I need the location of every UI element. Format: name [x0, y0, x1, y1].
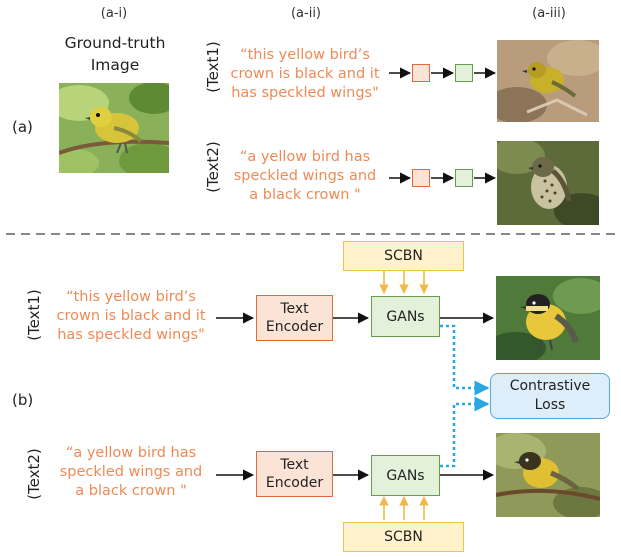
text-encoder-box-1-line2: Encoder — [265, 319, 324, 335]
part-b-text2-line1: “a yellow bird has — [65, 445, 197, 461]
scbn-box-top: SCBN — [343, 241, 464, 271]
text-encoder-box-1: Text Encoder — [256, 295, 333, 341]
ground-truth-title: Ground-truth Image — [40, 32, 190, 76]
part-a-gan-square-2 — [455, 169, 473, 187]
part-b-text2: “a yellow bird has speckled wings and a … — [45, 444, 217, 501]
text-encoder-box-2-line1: Text — [280, 457, 309, 473]
part-a-gan-square-1 — [455, 64, 473, 82]
part-a-label: (a) — [12, 118, 33, 136]
part-b-text1-line1: “this yellow bird’s — [66, 289, 196, 305]
ground-truth-title-line2: Image — [90, 56, 140, 74]
ground-truth-title-line1: Ground-truth — [64, 34, 166, 52]
part-a-text1: “this yellow bird’s crown is black and i… — [220, 46, 390, 103]
part-b-text1-line3: has speckled wings" — [57, 327, 205, 343]
part-b-text1-line2: crown is black and it — [56, 308, 206, 324]
part-b-generated-image-2 — [496, 433, 600, 517]
text-encoder-box-2: Text Encoder — [256, 451, 333, 497]
contrastive-loss-box: Contrastive Loss — [490, 373, 610, 419]
part-b-text1-label: (Text1) — [25, 289, 43, 341]
part-b-text2-label: (Text2) — [25, 448, 43, 500]
part-a-text1-line3: has speckled wings" — [231, 85, 379, 101]
part-a-generated-image-2 — [497, 141, 599, 225]
ground-truth-bird-image — [59, 83, 169, 173]
part-b-text1: “this yellow bird’s crown is black and i… — [45, 288, 217, 345]
part-a-text1-line1: “this yellow bird’s — [240, 47, 370, 63]
scbn-box-bottom: SCBN — [343, 522, 464, 552]
col-header-a-ii: (a-ii) — [290, 6, 322, 21]
text-encoder-box-2-line2: Encoder — [265, 475, 324, 491]
contrastive-loss-line2: Loss — [534, 397, 566, 413]
part-b-text2-line2: speckled wings and — [59, 464, 203, 480]
contrastive-loss-line1: Contrastive — [509, 378, 591, 394]
part-b-text2-line3: a black crown " — [75, 483, 187, 499]
part-b-generated-image-1 — [496, 276, 600, 360]
part-a-encoder-square-2 — [412, 169, 430, 187]
part-a-text2-line1: “a yellow bird has — [239, 149, 371, 165]
part-a-text2-line3: a black crown " — [249, 187, 361, 203]
gans-box-2: GANs — [371, 455, 440, 496]
part-a-generated-image-1 — [497, 40, 599, 122]
col-header-a-iii: (a-iii) — [532, 6, 566, 21]
part-b-label: (b) — [12, 391, 34, 409]
text-encoder-box-1-line1: Text — [280, 301, 309, 317]
part-a-text2: “a yellow bird has speckled wings and a … — [220, 148, 390, 205]
gans-box-1: GANs — [371, 296, 440, 337]
col-header-a-i: (a-i) — [100, 6, 128, 21]
part-a-encoder-square-1 — [412, 64, 430, 82]
part-a-text2-line2: speckled wings and — [233, 168, 377, 184]
part-a-text1-line2: crown is black and it — [230, 66, 380, 82]
